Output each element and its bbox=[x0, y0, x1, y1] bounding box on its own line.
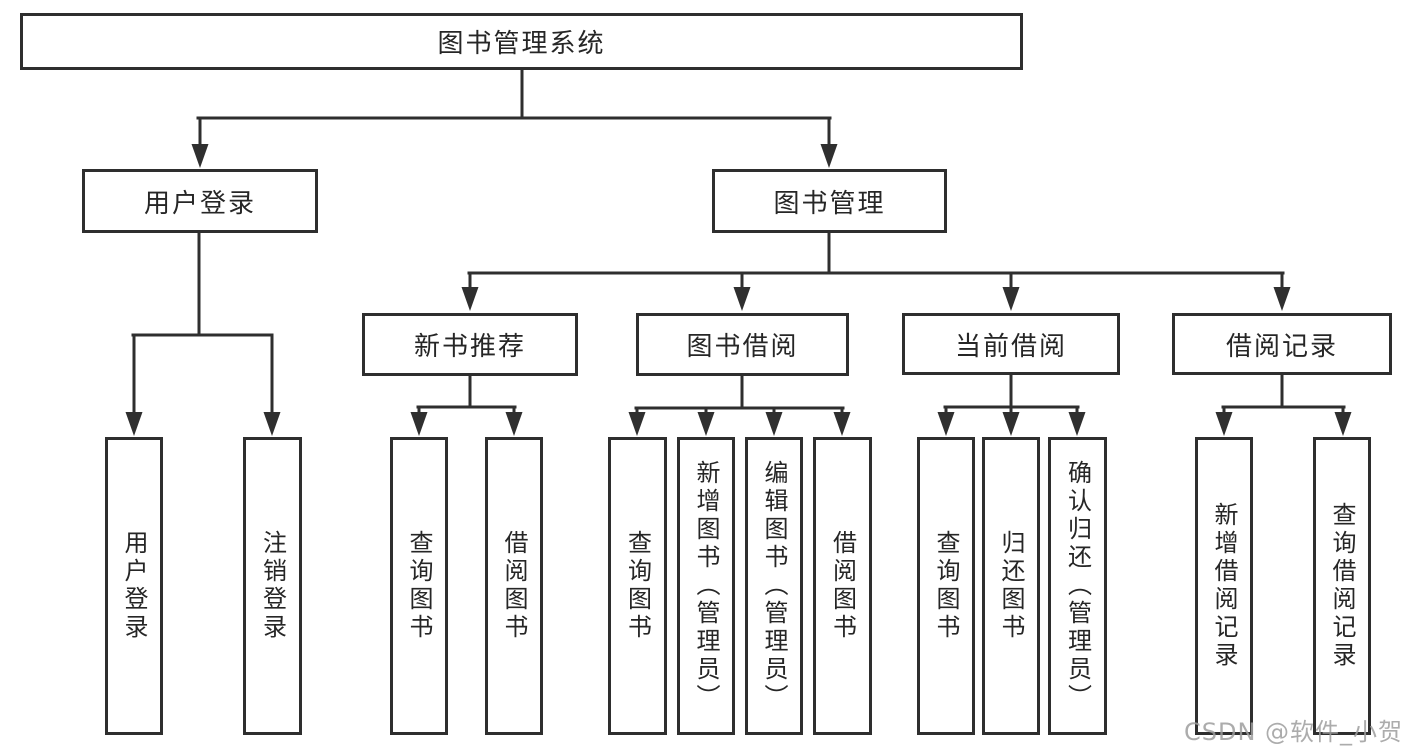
leaf-borrow-add-books-admin: 新增图书（管理员） bbox=[677, 437, 735, 735]
leaf-borrow-edit-books-admin: 编辑图书（管理员） bbox=[745, 437, 803, 735]
node-library-system: 图书管理系统 bbox=[20, 13, 1023, 70]
leaf-borrow-borrow-books: 借阅图书 bbox=[813, 437, 872, 735]
leaf-current-return-books: 归还图书 bbox=[982, 437, 1040, 735]
leaf-logout: 注销登录 bbox=[243, 437, 302, 735]
node-current-borrow: 当前借阅 bbox=[902, 313, 1120, 375]
leaf-current-query-books: 查询图书 bbox=[917, 437, 975, 735]
leaf-recommend-query-books: 查询图书 bbox=[390, 437, 448, 735]
leaf-records-add-record: 新增借阅记录 bbox=[1195, 437, 1253, 735]
node-book-management: 图书管理 bbox=[712, 169, 947, 233]
node-user-login: 用户登录 bbox=[82, 169, 318, 233]
node-book-borrow: 图书借阅 bbox=[636, 313, 849, 376]
leaf-borrow-query-books: 查询图书 bbox=[608, 437, 667, 735]
csdn-watermark: CSDN @软件_小贺同学 bbox=[1184, 718, 1405, 746]
leaf-records-query-record: 查询借阅记录 bbox=[1313, 437, 1371, 735]
node-new-book-recommend: 新书推荐 bbox=[362, 313, 578, 376]
leaf-recommend-borrow-books: 借阅图书 bbox=[485, 437, 543, 735]
node-borrow-records: 借阅记录 bbox=[1172, 313, 1392, 375]
leaf-user-login: 用户登录 bbox=[105, 437, 163, 735]
leaf-current-confirm-return-admin: 确认归还（管理员） bbox=[1048, 437, 1107, 735]
